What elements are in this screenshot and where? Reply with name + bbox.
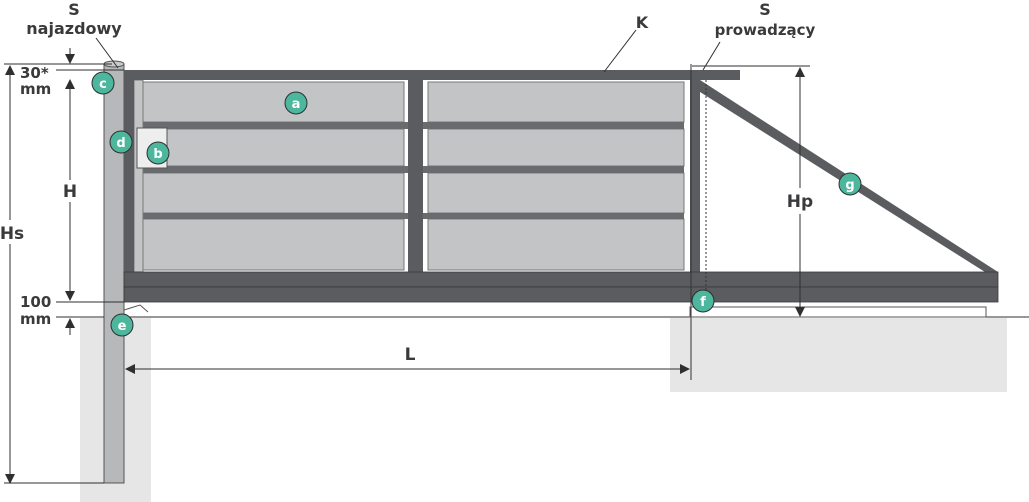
badge-f: f (691, 289, 715, 313)
s-right-leader (702, 41, 721, 71)
badge-d: d (109, 130, 133, 154)
l-label: L (405, 345, 416, 365)
top-gap-value: 30* (20, 64, 49, 82)
hs-label-bg (0, 220, 26, 244)
bottom-gap-unit: mm (20, 310, 51, 328)
s-left-label: S (68, 0, 80, 19)
s-left-leader (95, 37, 119, 69)
h-label-bg (60, 180, 80, 202)
hp-label-bg (783, 188, 817, 214)
s-right-label: S (759, 0, 771, 19)
s-right-sublabel: prowadzący (715, 21, 816, 39)
k-leader (603, 29, 637, 73)
gate-right-post (690, 80, 700, 272)
svg-text:e: e (118, 319, 127, 334)
badge-b: b (146, 141, 170, 165)
s-left-sublabel: najazdowy (26, 19, 122, 38)
top-rail-K (124, 70, 740, 80)
svg-text:f: f (700, 295, 706, 310)
top-gap-unit: mm (20, 80, 51, 98)
gate-left-stile (124, 70, 134, 302)
svg-text:c: c (99, 77, 107, 92)
badge-e: e (110, 313, 134, 337)
bottom-gap-value: 100 (20, 293, 51, 311)
bottom-stop (123, 304, 149, 313)
hs-label: Hs (0, 224, 24, 244)
hp-label: Hp (787, 192, 813, 212)
k-label: K (636, 13, 649, 32)
svg-text:a: a (292, 97, 301, 112)
svg-text:g: g (845, 178, 854, 193)
left-post (103, 63, 125, 484)
svg-text:b: b (153, 147, 162, 162)
badge-a: a (284, 91, 308, 115)
gate-left-stile-light (133, 79, 144, 273)
badge-c: c (91, 71, 115, 95)
bottom-rail-upper (123, 271, 999, 288)
h-label: H (63, 182, 77, 202)
roller-track (689, 306, 987, 318)
ground-foundation-right (670, 318, 1007, 392)
badge-g: g (838, 172, 862, 196)
svg-text:d: d (116, 136, 125, 151)
gate-middle-post (408, 80, 423, 272)
gate-panels (142, 81, 685, 271)
bottom-rail-lower (123, 286, 999, 303)
